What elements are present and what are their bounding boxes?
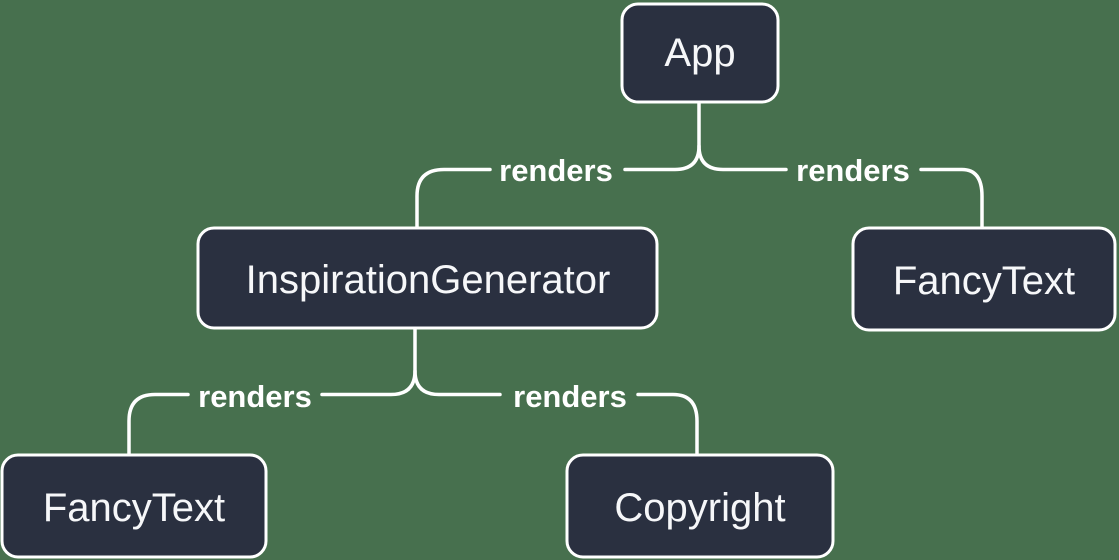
node-app-box [620,2,780,104]
node-fancy-text-bottom-label: FancyText [43,486,225,530]
edge-labels: renders renders renders renders [198,153,910,414]
node-app-label: App [664,31,735,75]
node-fancy-text-top-box [851,226,1117,332]
edge-label-renders-4: renders [513,379,627,414]
node-inspiration-generator: InspirationGenerator [196,226,659,330]
node-fancy-text-bottom-box [0,453,268,559]
node-copyright-box [565,453,835,559]
node-copyright-label: Copyright [614,486,785,530]
node-inspiration-generator-box [196,226,659,330]
node-fancy-text-top-label: FancyText [893,259,1075,303]
edge-label-renders-3: renders [198,379,312,414]
node-fancy-text-top: FancyText [851,226,1117,332]
edges [127,101,984,458]
edge-inspirationgenerator-to-copyright [413,369,699,458]
node-app: App [620,2,780,104]
node-fancy-text-bottom: FancyText [0,453,268,559]
node-inspiration-generator-label: InspirationGenerator [246,258,611,302]
edge-label-renders-1: renders [499,153,613,188]
edge-app-to-fancytext [697,144,984,231]
node-copyright: Copyright [565,453,835,559]
edge-label-renders-2: renders [796,153,910,188]
